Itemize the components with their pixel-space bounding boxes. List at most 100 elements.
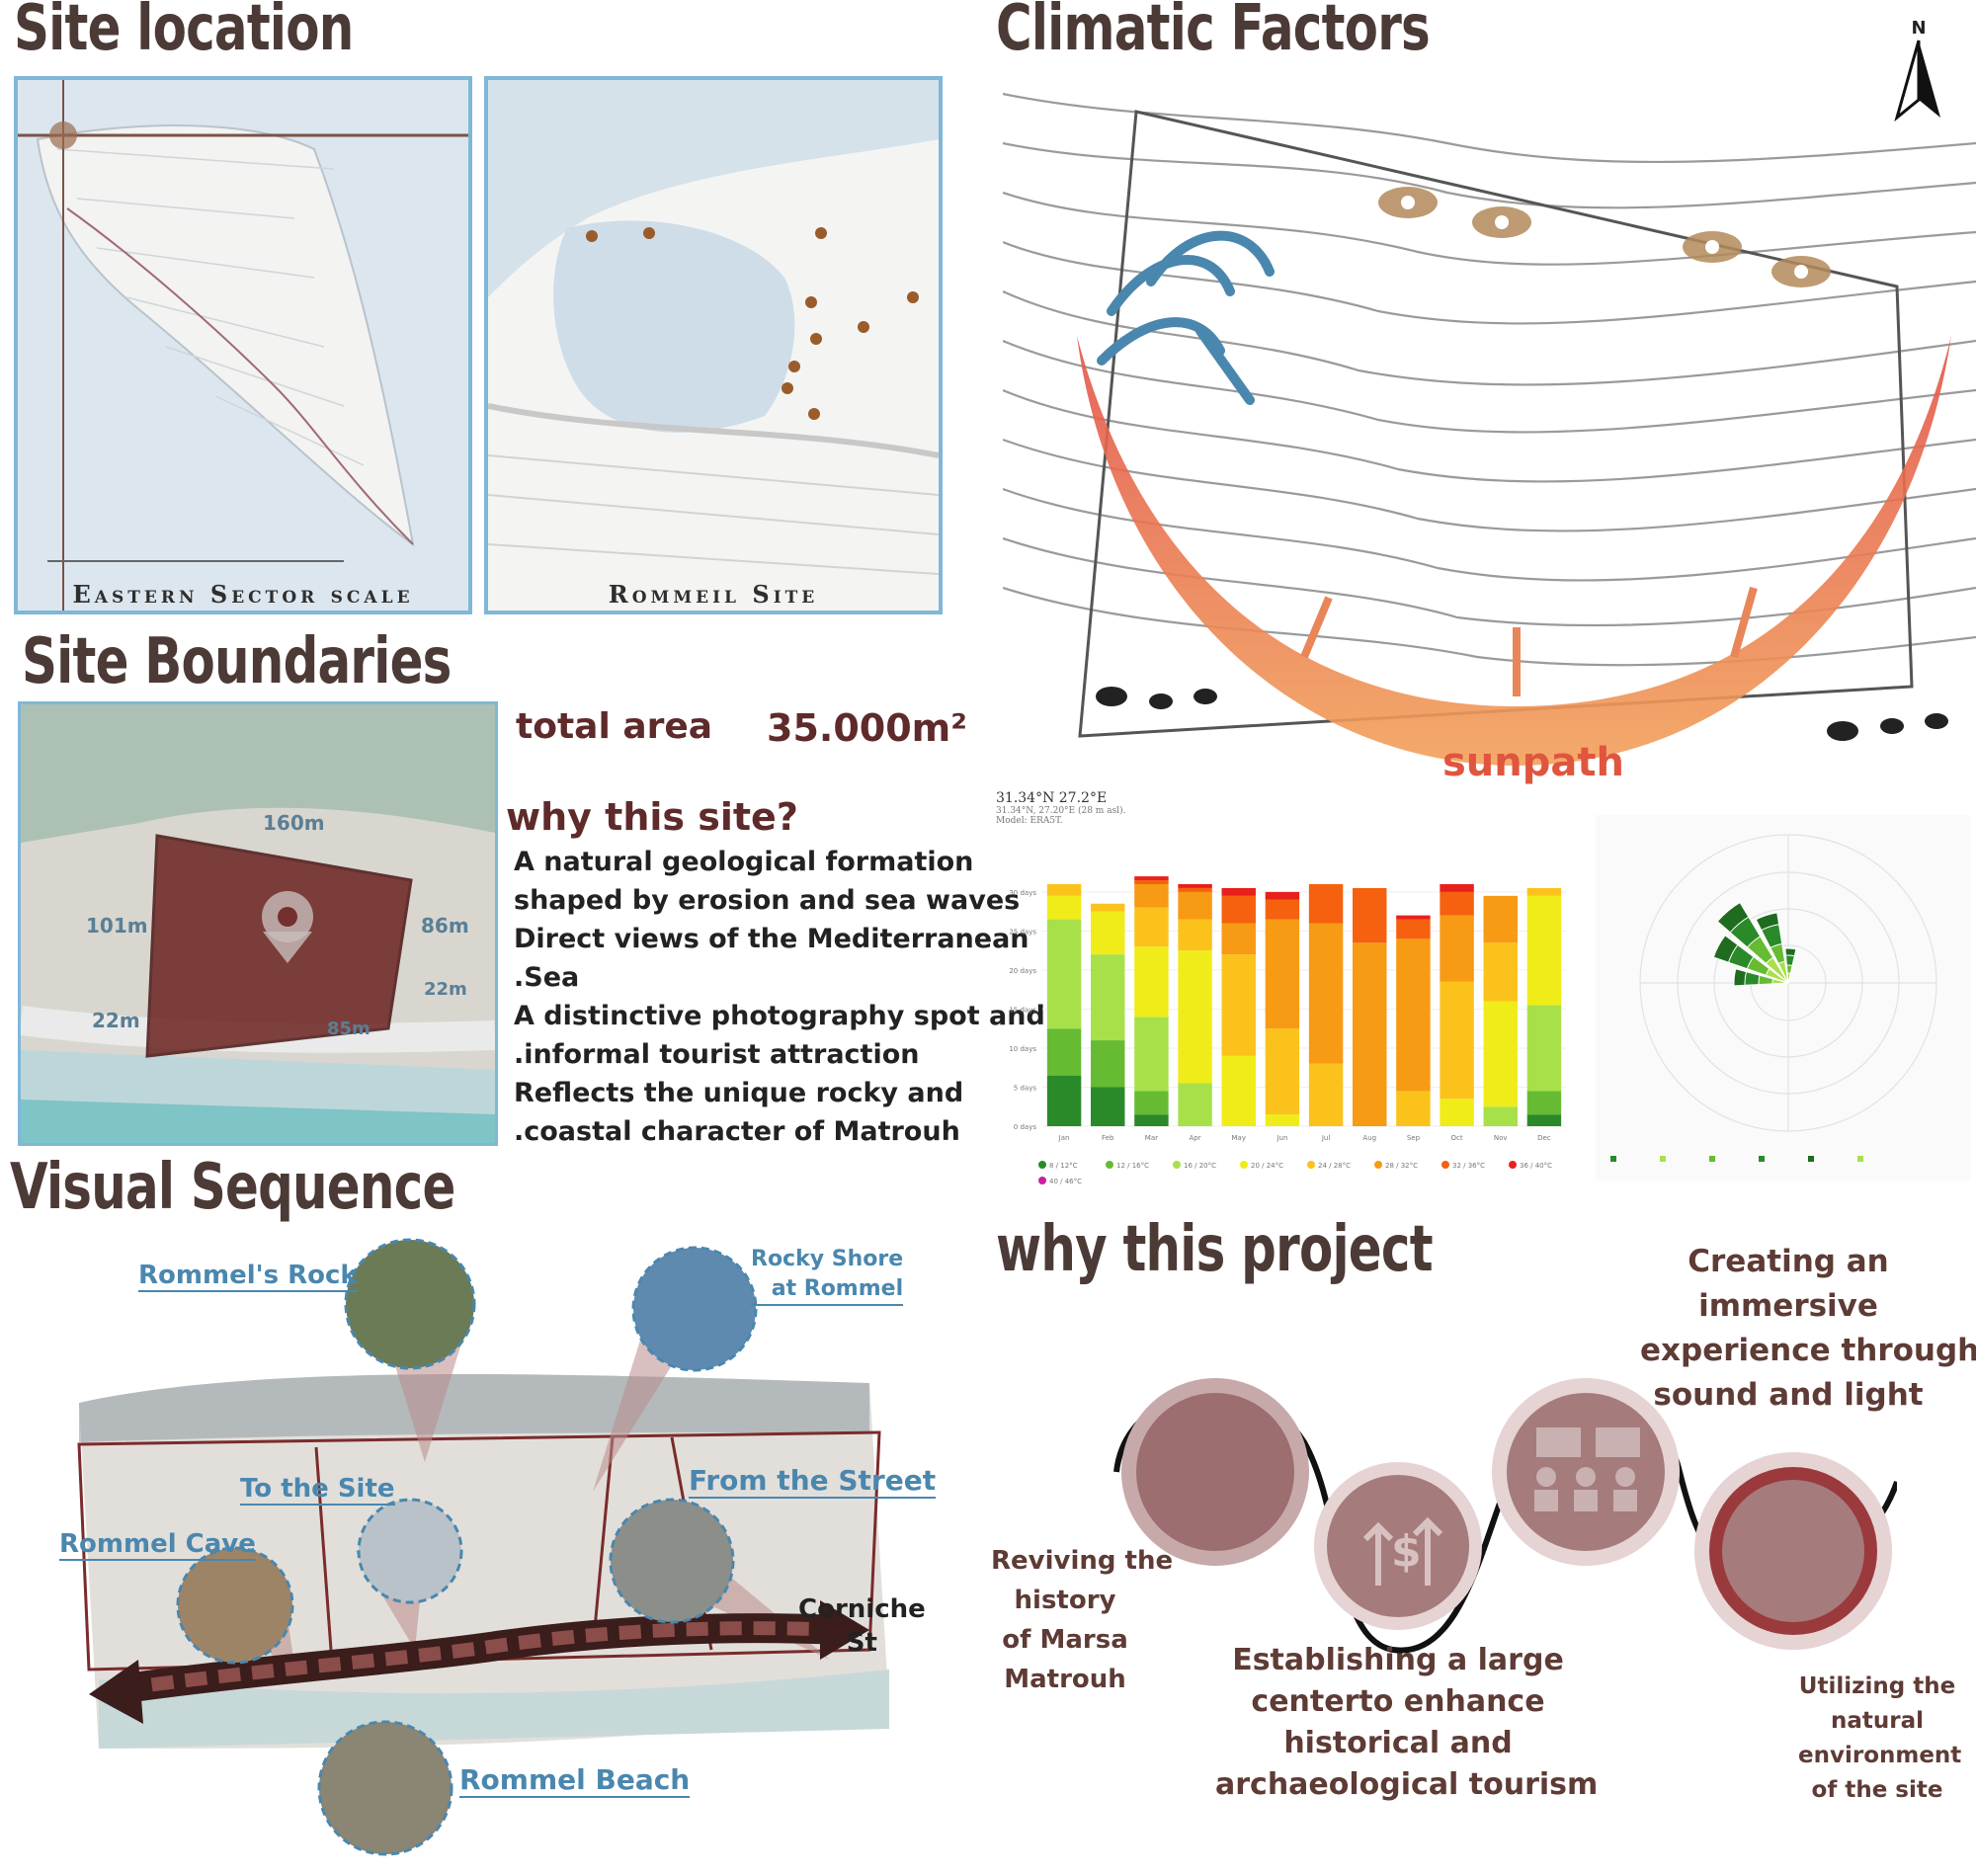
bar-segment <box>1526 1091 1562 1115</box>
legend-swatch <box>1374 1161 1382 1169</box>
legend-label: 8 / 12°C <box>1049 1162 1078 1170</box>
bar-segment <box>1353 942 1387 1126</box>
bar-segment <box>1221 954 1256 1056</box>
bar-segment <box>1091 911 1125 955</box>
bar-segment <box>1526 1005 1562 1092</box>
legend-swatch <box>1038 1161 1046 1169</box>
visual-sequence-map <box>77 1238 889 1856</box>
y-tick-label: 5 days <box>1014 1084 1037 1092</box>
eastern-sector-map-drawing <box>18 80 468 611</box>
bar-segment <box>1440 1099 1474 1126</box>
y-tick-label: 0 days <box>1014 1123 1037 1131</box>
bar-segment <box>1483 1106 1518 1126</box>
legend-label: 40 / 46°C <box>1049 1178 1082 1185</box>
bar-segment <box>1134 1091 1169 1115</box>
bar-segment <box>1353 887 1387 943</box>
bar-segment <box>1221 887 1256 896</box>
rommeil-site-map: Rommeil Site <box>484 76 943 614</box>
establishing-line: Establishing a large <box>1232 1643 1564 1677</box>
legend-swatch <box>1441 1161 1449 1169</box>
bar-segment <box>1178 950 1212 1084</box>
bar-segment <box>1046 884 1082 896</box>
label-corniche-st: Corniche St <box>798 1592 926 1660</box>
why-line: .coastal character of Matrouh <box>514 1116 960 1147</box>
wind-rose-petal <box>1786 972 1791 984</box>
bar-segment <box>1046 919 1082 1029</box>
bar-segment <box>1396 919 1431 939</box>
utilizing-line: of the site <box>1811 1777 1943 1803</box>
bar-segment <box>1526 1114 1562 1126</box>
chart-subheader: 31.34°N, 27.20°E (28 m asl). <box>996 806 1126 816</box>
bar-segment <box>1134 907 1169 947</box>
north-arrow: N <box>1889 18 1948 126</box>
bar-segment <box>1308 884 1344 924</box>
why-this-project-title: why this project <box>996 1213 1434 1286</box>
wind-rose-petals <box>1712 901 1797 987</box>
bar-segment <box>1134 1114 1169 1126</box>
bar-segment <box>1221 1055 1256 1126</box>
dim-top: 160m <box>263 811 325 835</box>
bar-segment <box>1440 891 1474 916</box>
utilizing-line: environment <box>1798 1743 1962 1768</box>
bar-segment <box>1396 915 1431 920</box>
bar-segment <box>1178 919 1212 951</box>
legend-swatch <box>1173 1161 1181 1169</box>
rocky-shore-line-1: Rocky Shore <box>751 1247 904 1271</box>
label-to-the-site: To the Site <box>240 1474 395 1506</box>
immersive-line: experience through <box>1640 1333 1976 1368</box>
establishing-line: centerto enhance <box>1251 1684 1545 1719</box>
label-rocky-shore: Rocky Shore at Rommel <box>751 1245 904 1306</box>
y-tick-label: 30 days <box>1009 889 1036 897</box>
eastern-sector-caption: Eastern Sector scale <box>72 580 414 609</box>
wind-rose-petal <box>1765 956 1789 984</box>
x-tick-label: Apr <box>1190 1134 1201 1142</box>
sunpath-label: sunpath <box>1442 740 1624 785</box>
immersive-line: Creating an <box>1688 1244 1889 1279</box>
bar-segment <box>1178 1083 1212 1126</box>
bar-segment <box>1308 923 1344 1064</box>
why-line: .Sea <box>514 962 580 993</box>
establishing-line: archaeological tourism <box>1215 1767 1599 1802</box>
establishing-line: historical and <box>1283 1726 1513 1760</box>
legend-swatch <box>1509 1161 1517 1169</box>
wind-rose-petal <box>1765 967 1789 984</box>
bar-segment <box>1221 923 1256 955</box>
legend-swatch <box>1240 1161 1248 1169</box>
immersive-line: immersive <box>1698 1288 1878 1324</box>
dim-right-small: 22m <box>424 979 467 1000</box>
bar-segment <box>1178 887 1212 892</box>
label-rommel-cave: Rommel Cave <box>59 1529 256 1561</box>
x-tick-label: Sep <box>1407 1134 1421 1142</box>
why-this-site-heading: why this site? <box>506 795 798 839</box>
y-tick-label: 15 days <box>1009 1006 1036 1014</box>
dim-bottom-left: 22m <box>92 1009 140 1032</box>
x-tick-label: Jun <box>1276 1134 1287 1142</box>
bar-segment <box>1440 915 1474 982</box>
bar-segment <box>1134 880 1169 884</box>
legend-swatch <box>1307 1161 1315 1169</box>
x-tick-label: Feb <box>1102 1134 1114 1142</box>
bar-segment <box>1178 891 1212 920</box>
bar-segment <box>1091 903 1125 912</box>
legend-label: 32 / 36°C <box>1452 1162 1485 1170</box>
why-line: shaped by erosion and sea waves <box>514 885 1021 916</box>
bar-segment <box>1265 891 1300 900</box>
immersive-line: sound and light <box>1653 1377 1924 1413</box>
reviving-line: Reviving the <box>991 1546 1174 1576</box>
bar-segment <box>1308 1063 1344 1126</box>
bar-segment <box>1091 954 1125 1041</box>
wind-rose-petal <box>1771 978 1789 985</box>
legend-label: 20 / 24°C <box>1251 1162 1283 1170</box>
x-tick-label: May <box>1232 1134 1246 1142</box>
site-location-title: Site location <box>14 0 354 65</box>
why-line: .informal tourist attraction <box>514 1039 920 1070</box>
dim-bottom: 85m <box>327 1019 370 1039</box>
utilizing-text: Utilizing the natural environment of the… <box>1798 1670 1962 1808</box>
legend-label: 16 / 20°C <box>1184 1162 1216 1170</box>
legend-swatch <box>1038 1177 1046 1184</box>
wind-rose-panel <box>1596 815 1971 1181</box>
reviving-text: Reviving the history of Marsa Matrouh <box>991 1541 1174 1699</box>
x-tick-label: Mar <box>1145 1134 1158 1142</box>
bar-segment <box>1046 895 1082 920</box>
